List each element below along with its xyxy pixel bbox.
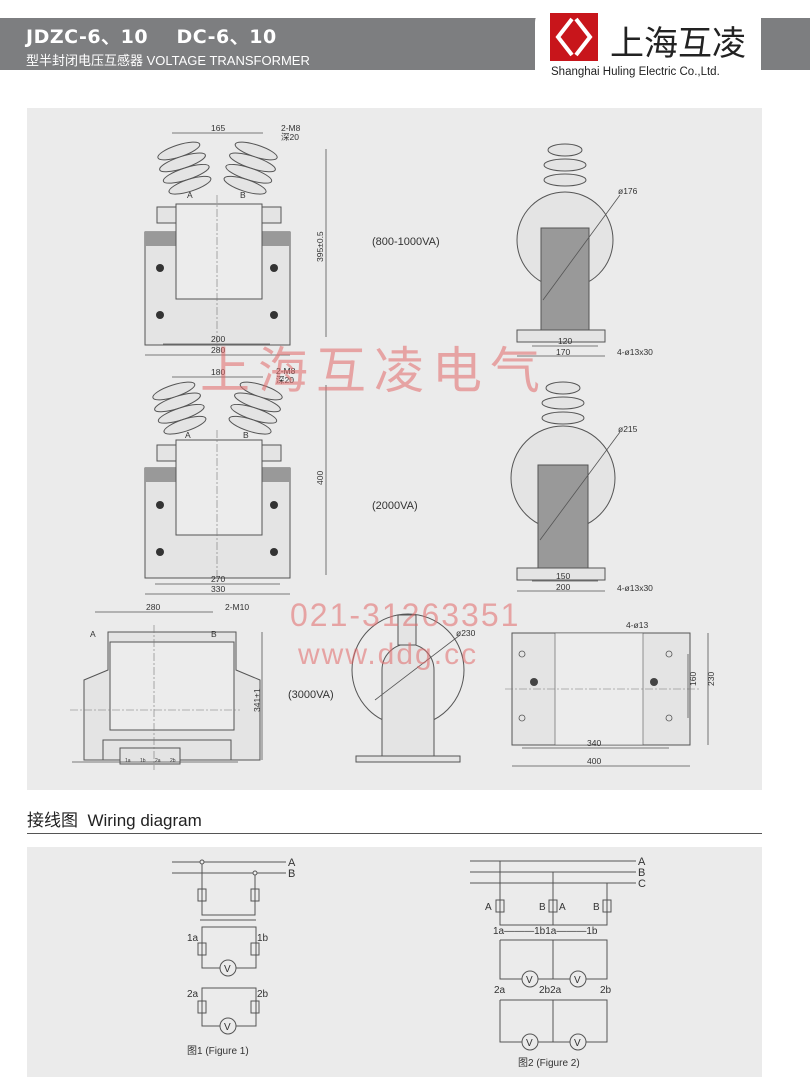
fig2-meter: V: [526, 975, 533, 986]
v1-dim-inner: 200: [211, 334, 225, 344]
v1-depth: 深20: [281, 132, 299, 142]
v2-dim-top: 180: [211, 367, 225, 377]
v3-height: 341±1: [252, 688, 262, 712]
fig2-line-c: C: [638, 878, 646, 890]
v1-dim-outer: 280: [211, 345, 225, 355]
fig2-meter: V: [526, 1038, 533, 1049]
v3-side-dia: ø230: [456, 628, 476, 638]
view3-side: ø230: [351, 613, 476, 763]
v1-dim-top: 165: [211, 123, 225, 133]
v3-plan-inner-h: 160: [688, 672, 698, 686]
v2-thread: 2-M8: [276, 366, 296, 376]
fig1-meter: V: [224, 1022, 231, 1033]
v1-term-b: B: [240, 190, 246, 200]
v3-box-term: 2a: [155, 758, 161, 764]
fig2-prim: A: [485, 902, 492, 913]
fig2-prim: B: [593, 902, 600, 913]
fig2-2a: 2a: [494, 985, 506, 996]
watermark-phone: 021-31263351: [290, 597, 520, 633]
fig1-1b: 1b: [257, 933, 269, 944]
fig2-2b: 2b: [600, 985, 612, 996]
v2-term-b: B: [243, 430, 249, 440]
fig2-line-b: B: [638, 867, 645, 879]
logo-icon: [550, 13, 598, 61]
v3-plan-inner-w: 340: [587, 738, 601, 748]
fig1-meter: V: [224, 964, 231, 975]
section-divider: [27, 833, 762, 834]
v3-plan-outer-w: 400: [587, 756, 601, 766]
v1-rating: (800-1000VA): [372, 236, 440, 248]
v3-term-b: B: [211, 629, 217, 639]
wiring-panel: [27, 847, 762, 1077]
v2-dim-outer: 330: [211, 584, 225, 594]
v2-holes: 4-ø13x30: [617, 583, 653, 593]
v2-side-inner: 150: [556, 571, 570, 581]
fig2-prim: B: [539, 902, 546, 913]
v2-depth: 深20: [276, 375, 294, 385]
v2-side-outer: 200: [556, 582, 570, 592]
view2-side: ø215 150 200 4-ø13x30: [510, 381, 653, 593]
v1-height: 395±0.5: [315, 231, 325, 262]
view3-front: 280 2-M10 341±1 A B 1a 1b 2a 2b: [70, 602, 263, 770]
v2-side-dia: ø215: [618, 424, 638, 434]
v3-box-term: 1a: [125, 758, 131, 764]
v3-box-term: 2b: [170, 758, 176, 764]
view3-plan: 4-ø13 340 400 160 230: [505, 620, 716, 767]
logo-text-en: Shanghai Huling Electric Co.,Ltd.: [551, 66, 720, 78]
v3-plan-outer-h: 230: [706, 672, 716, 686]
product-subtitle: 型半封闭电压互感器 VOLTAGE TRANSFORMER: [26, 53, 310, 68]
v3-plan-holes: 4-ø13: [626, 620, 648, 630]
v1-thread: 2-M8: [281, 123, 301, 133]
v2-height: 400: [315, 471, 325, 485]
model-title: JDZC-6、10 DC-6、10: [26, 26, 277, 48]
fig1-line-b: B: [288, 868, 295, 880]
v3-thread: 2-M10: [225, 602, 249, 612]
view2-front: 180 2-M8 深20 400 270 330 A B: [144, 366, 327, 595]
fig2-prim: A: [559, 902, 566, 913]
v1-side-dia: ø176: [618, 186, 638, 196]
watermark-company: 上海互凌电气: [200, 343, 548, 399]
fig2-line-a: A: [638, 856, 646, 868]
fig1-2a: 2a: [187, 989, 199, 1000]
v1-term-a: A: [187, 190, 193, 200]
fig1-line-a: A: [288, 857, 296, 869]
fig2-meter: V: [574, 975, 581, 986]
view1-front: 165 2-M8 深20 395±0.5 200 280 A B: [144, 123, 327, 356]
v1-holes: 4-ø13x30: [617, 347, 653, 357]
v3-dim-top: 280: [146, 602, 160, 612]
view1-side: ø176 120 170 4-ø13x30: [516, 143, 653, 357]
v2-term-a: A: [185, 430, 191, 440]
fig1-2b: 2b: [257, 989, 269, 1000]
fig2-sec1: 1a———1b1a———1b: [493, 926, 598, 937]
wiring-section-title: 接线图 Wiring diagram: [27, 811, 202, 830]
fig1-1a: 1a: [187, 933, 199, 944]
v2-rating: (2000VA): [372, 500, 418, 512]
logo-text-cn: 上海互凌: [610, 24, 746, 64]
wiring-figure-1: A B V 1a 1b V 2a 2b 图1 (Figure 1): [172, 857, 296, 1057]
fig1-caption: 图1 (Figure 1): [187, 1045, 249, 1057]
fig2-2b2a: 2b2a: [539, 985, 562, 996]
v1-side-inner: 120: [558, 336, 572, 346]
v3-term-a: A: [90, 629, 96, 639]
v1-side-outer: 170: [556, 347, 570, 357]
watermark-url: www.ddg.cc: [297, 638, 478, 671]
wiring-figure-2: A B C A B A B 1a———1b1a———1b V V 2a 2b2a…: [470, 856, 646, 1069]
v2-dim-inner: 270: [211, 574, 225, 584]
v3-rating: (3000VA): [288, 689, 334, 701]
fig2-caption: 图2 (Figure 2): [518, 1057, 580, 1069]
v3-box-term: 1b: [140, 758, 146, 764]
fig2-meter: V: [574, 1038, 581, 1049]
